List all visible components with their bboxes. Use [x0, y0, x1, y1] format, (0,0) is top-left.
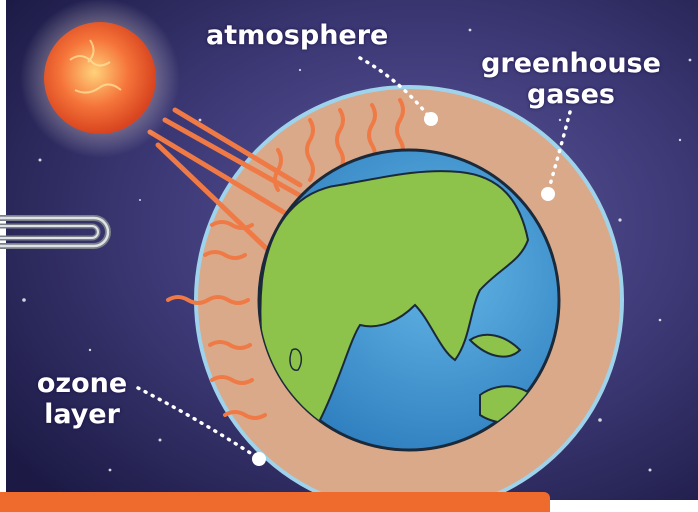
greenhouse-pointer-dot: [541, 187, 555, 201]
paperclip-icon: [0, 215, 111, 249]
sun-icon: [44, 22, 156, 134]
ozone-pointer-dot: [252, 452, 266, 466]
heat-waves: [166, 98, 405, 420]
ozone-label-line1: ozone: [36, 368, 128, 399]
greenhouse-label-line1: greenhouse: [481, 48, 661, 79]
bottom-orange-bar: [0, 492, 550, 512]
sun-rays: [147, 107, 311, 253]
earth-icon: [257, 148, 561, 452]
ozone-label-line2: layer: [44, 399, 120, 430]
greenhouse-gases-label: greenhouse gases: [478, 48, 664, 110]
sun-texture: [69, 39, 122, 94]
atmosphere-pointer-dot: [424, 112, 438, 126]
ozone-layer-label: ozone layer: [26, 368, 138, 430]
pointer-lines: [136, 56, 572, 460]
atmosphere-label-text: atmosphere: [206, 20, 389, 51]
greenhouse-label-line2: gases: [526, 79, 615, 110]
atmosphere-label: atmosphere: [206, 20, 388, 51]
